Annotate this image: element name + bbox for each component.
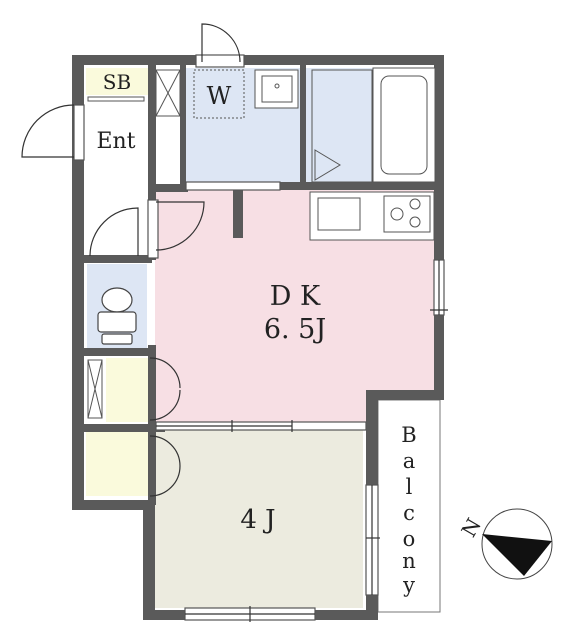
svg-text:o: o xyxy=(403,527,416,551)
svg-text:l: l xyxy=(406,475,413,499)
compass-icon: N xyxy=(456,508,553,580)
svg-text:B: B xyxy=(401,423,416,447)
fixtures xyxy=(87,67,436,419)
svg-text:N: N xyxy=(456,514,486,541)
svg-text:a: a xyxy=(403,449,416,473)
shoe-box-floor xyxy=(86,68,148,95)
washer-label: W xyxy=(207,82,232,110)
storage-floor-upper xyxy=(106,358,148,422)
doors xyxy=(21,23,448,622)
shoe-box-label: SB xyxy=(103,70,131,94)
dk-size-label: 6. 5J xyxy=(264,314,326,345)
bedroom-label: 4 J xyxy=(240,505,275,535)
toilet-icon xyxy=(97,287,137,345)
balcony-floor xyxy=(377,399,441,613)
balcony-label: B a l c o n y xyxy=(401,423,416,597)
storage-floor-lower xyxy=(86,432,148,496)
entrance-label: Ent xyxy=(96,129,135,154)
svg-text:c: c xyxy=(403,501,415,525)
dk-name-label: D K xyxy=(270,281,321,312)
svg-text:n: n xyxy=(402,549,416,573)
bedroom-floor xyxy=(155,430,363,608)
svg-text:y: y xyxy=(402,573,415,597)
